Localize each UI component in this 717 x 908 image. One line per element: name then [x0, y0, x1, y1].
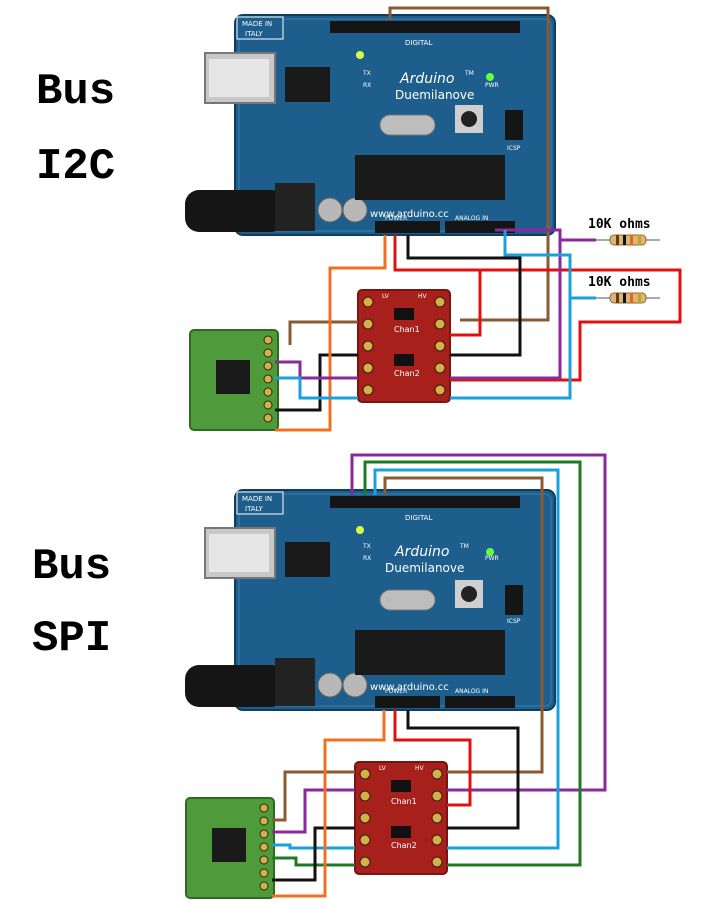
tx-label-spi: TX	[362, 543, 371, 550]
wire-black-sensor-i2c	[275, 353, 358, 412]
rx-label-spi: RX	[363, 555, 371, 562]
country-label-spi: ITALY	[245, 505, 264, 513]
wire-purple-spi	[350, 453, 607, 792]
level-shifter-spi: Chan1 Chan2 LV HV	[354, 761, 448, 875]
wire-cyan-sensor-i2c	[275, 376, 358, 400]
wire-brown-sensor-i2c	[288, 320, 358, 345]
wire-red-spi	[393, 710, 472, 807]
power-label: POWER	[385, 215, 407, 222]
resistor-1-label: 10K ohms	[588, 217, 651, 232]
wire-brown-sensor-spi	[272, 770, 355, 822]
section-spi: Bus SPI MADE IN ITALY Arduino TM Duemila…	[32, 453, 607, 899]
title-bus-i2c: Bus	[36, 67, 115, 117]
title-bus-spi: Bus	[32, 542, 111, 592]
wires-i2c	[275, 6, 682, 432]
tx-label: TX	[362, 70, 371, 77]
wire-cyan-spi	[373, 468, 560, 850]
arduino-board-spi: MADE IN ITALY Arduino TM Duemilanove www…	[184, 489, 556, 711]
title-i2c: I2C	[36, 142, 115, 192]
wire-cyan-sensor-spi	[272, 843, 355, 850]
shifter-hv-label: HV	[418, 293, 428, 300]
arduino-tm: TM	[464, 70, 474, 77]
made-in-label: MADE IN	[242, 20, 272, 28]
arduino-tm-spi: TM	[459, 543, 469, 550]
pwr-label: PWR	[485, 82, 499, 89]
arduino-model-spi: Duemilanove	[385, 561, 464, 575]
shifter-chan1-label-spi: Chan1	[391, 797, 417, 806]
made-in-label-spi: MADE IN	[242, 495, 272, 503]
analog-label-spi: ANALOG IN	[455, 688, 488, 695]
shifter-chan1-label: Chan1	[394, 325, 420, 334]
shifter-lv-label-spi: LV	[379, 765, 387, 772]
wire-purple-sensor-i2c	[275, 360, 358, 380]
arduino-brand-spi: Arduino	[394, 544, 449, 560]
wire-brown-spi	[383, 476, 544, 774]
shifter-chan2-label-spi: Chan2	[391, 841, 417, 850]
digital-label: DIGITAL	[405, 39, 432, 47]
digital-label-spi: DIGITAL	[405, 514, 432, 522]
power-label-spi: POWER	[385, 688, 407, 695]
resistor-2	[595, 292, 661, 304]
rx-label: RX	[363, 82, 371, 89]
resistor-1	[595, 234, 661, 246]
analog-label: ANALOG IN	[455, 215, 488, 222]
shifter-hv-label-spi: HV	[415, 765, 425, 772]
icsp-label-spi: ICSP	[507, 618, 521, 625]
country-label: ITALY	[245, 30, 264, 38]
wire-orange-spi	[272, 710, 386, 898]
level-shifter-i2c: Chan1 Chan2 LV HV	[357, 289, 451, 403]
sensor-board-i2c	[189, 329, 279, 431]
wire-purple-i2c	[450, 228, 562, 380]
title-spi: SPI	[32, 614, 111, 664]
wire-black-spi	[406, 710, 520, 830]
wire-cyan-i2c	[450, 230, 572, 400]
sensor-board-spi	[185, 797, 275, 899]
icsp-label: ICSP	[507, 145, 521, 152]
arduino-brand: Arduino	[399, 71, 454, 87]
wire-black-sensor-spi	[272, 826, 355, 882]
wire-green-spi	[363, 460, 582, 867]
wire-red-pullup-i2c	[450, 268, 682, 382]
arduino-model: Duemilanove	[395, 88, 474, 102]
pwr-label-spi: PWR	[485, 555, 499, 562]
wires-spi	[272, 453, 607, 898]
arduino-url-spi: www.arduino.cc	[370, 682, 449, 693]
resistors-i2c: 10K ohms 10K ohms	[588, 217, 661, 304]
wire-black-i2c	[406, 235, 522, 357]
arduino-board-i2c: MADE IN ITALY Arduino TM Duemilanove www…	[184, 14, 556, 236]
wire-purple-sensor-spi	[272, 788, 355, 834]
section-i2c: Bus I2C MADE IN ITALY Arduino TM Duemila…	[36, 6, 682, 432]
resistor-2-label: 10K ohms	[588, 275, 651, 290]
shifter-lv-label: LV	[382, 293, 390, 300]
arduino-url: www.arduino.cc	[370, 209, 449, 220]
wire-orange-i2c	[275, 235, 387, 432]
shifter-chan2-label: Chan2	[394, 369, 420, 378]
